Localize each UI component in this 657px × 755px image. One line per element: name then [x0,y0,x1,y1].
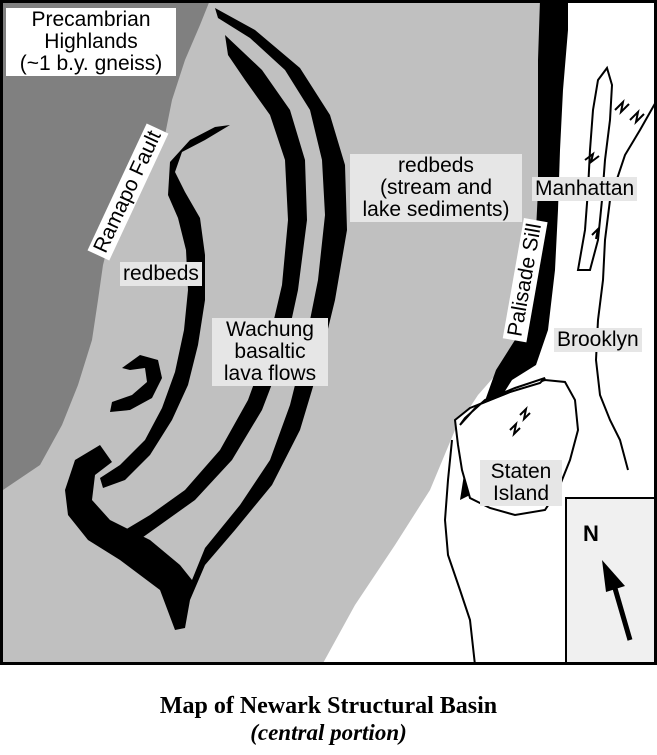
palisade-sill-band [460,0,568,500]
manhattan-label: Manhattan [532,177,638,201]
shore-squiggle [509,98,645,438]
map-caption: Map of Newark Structural Basin (central … [0,692,657,746]
map-canvas [0,0,657,665]
caption-title: Map of Newark Structural Basin [159,693,498,719]
brooklyn-label: Brooklyn [554,328,642,352]
north-arrow-icon [602,560,633,641]
wachung-outer-ridge [65,8,347,630]
caption-subtitle: (central portion) [250,720,407,745]
staten-island-label: Staten Island [480,460,562,506]
highlands-label: Precambrian Highlands (~1 b.y. gneiss) [6,8,176,76]
map: Precambrian Highlands (~1 b.y. gneiss) R… [0,0,657,665]
redbeds-west-label: redbeds [120,262,202,286]
map-frame [0,0,657,665]
wachung-label: Wachung basaltic lava flows [212,318,328,386]
east-river-shore [594,99,657,471]
north-label: N [583,521,599,546]
wachung-hook [100,125,230,488]
wachung-small-hook [110,355,162,412]
arthur-kill-shore [443,439,476,665]
redbeds-east-label: redbeds (stream and lake sediments) [350,154,522,222]
kill-van-kull [459,377,546,426]
